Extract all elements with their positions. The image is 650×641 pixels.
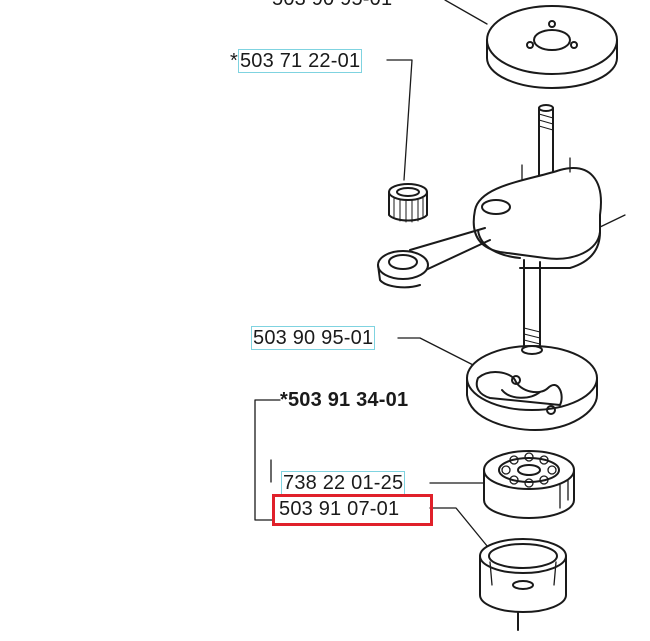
label-crank-kit: *503 91 34-01 bbox=[280, 389, 409, 411]
label-needle-bearing: *503 71 22-01 bbox=[230, 49, 363, 73]
label-ball-bearing: 738 22 01-25 bbox=[281, 471, 406, 495]
lower-crank-disc bbox=[466, 345, 598, 431]
label-top-cut-part-number: 503 90 95-01 bbox=[272, 0, 392, 10]
crankshaft bbox=[377, 104, 602, 346]
ball-bearing bbox=[483, 450, 575, 519]
needle-bearing bbox=[388, 183, 428, 223]
top-crank-disc bbox=[486, 5, 618, 89]
selection-highlight bbox=[272, 494, 433, 526]
label-seal[interactable]: 503 91 07-01 bbox=[279, 498, 400, 520]
leader-lines bbox=[254, 0, 626, 553]
label-crank-half: 503 90 95-01 bbox=[251, 326, 376, 350]
seal-ring bbox=[479, 538, 567, 631]
